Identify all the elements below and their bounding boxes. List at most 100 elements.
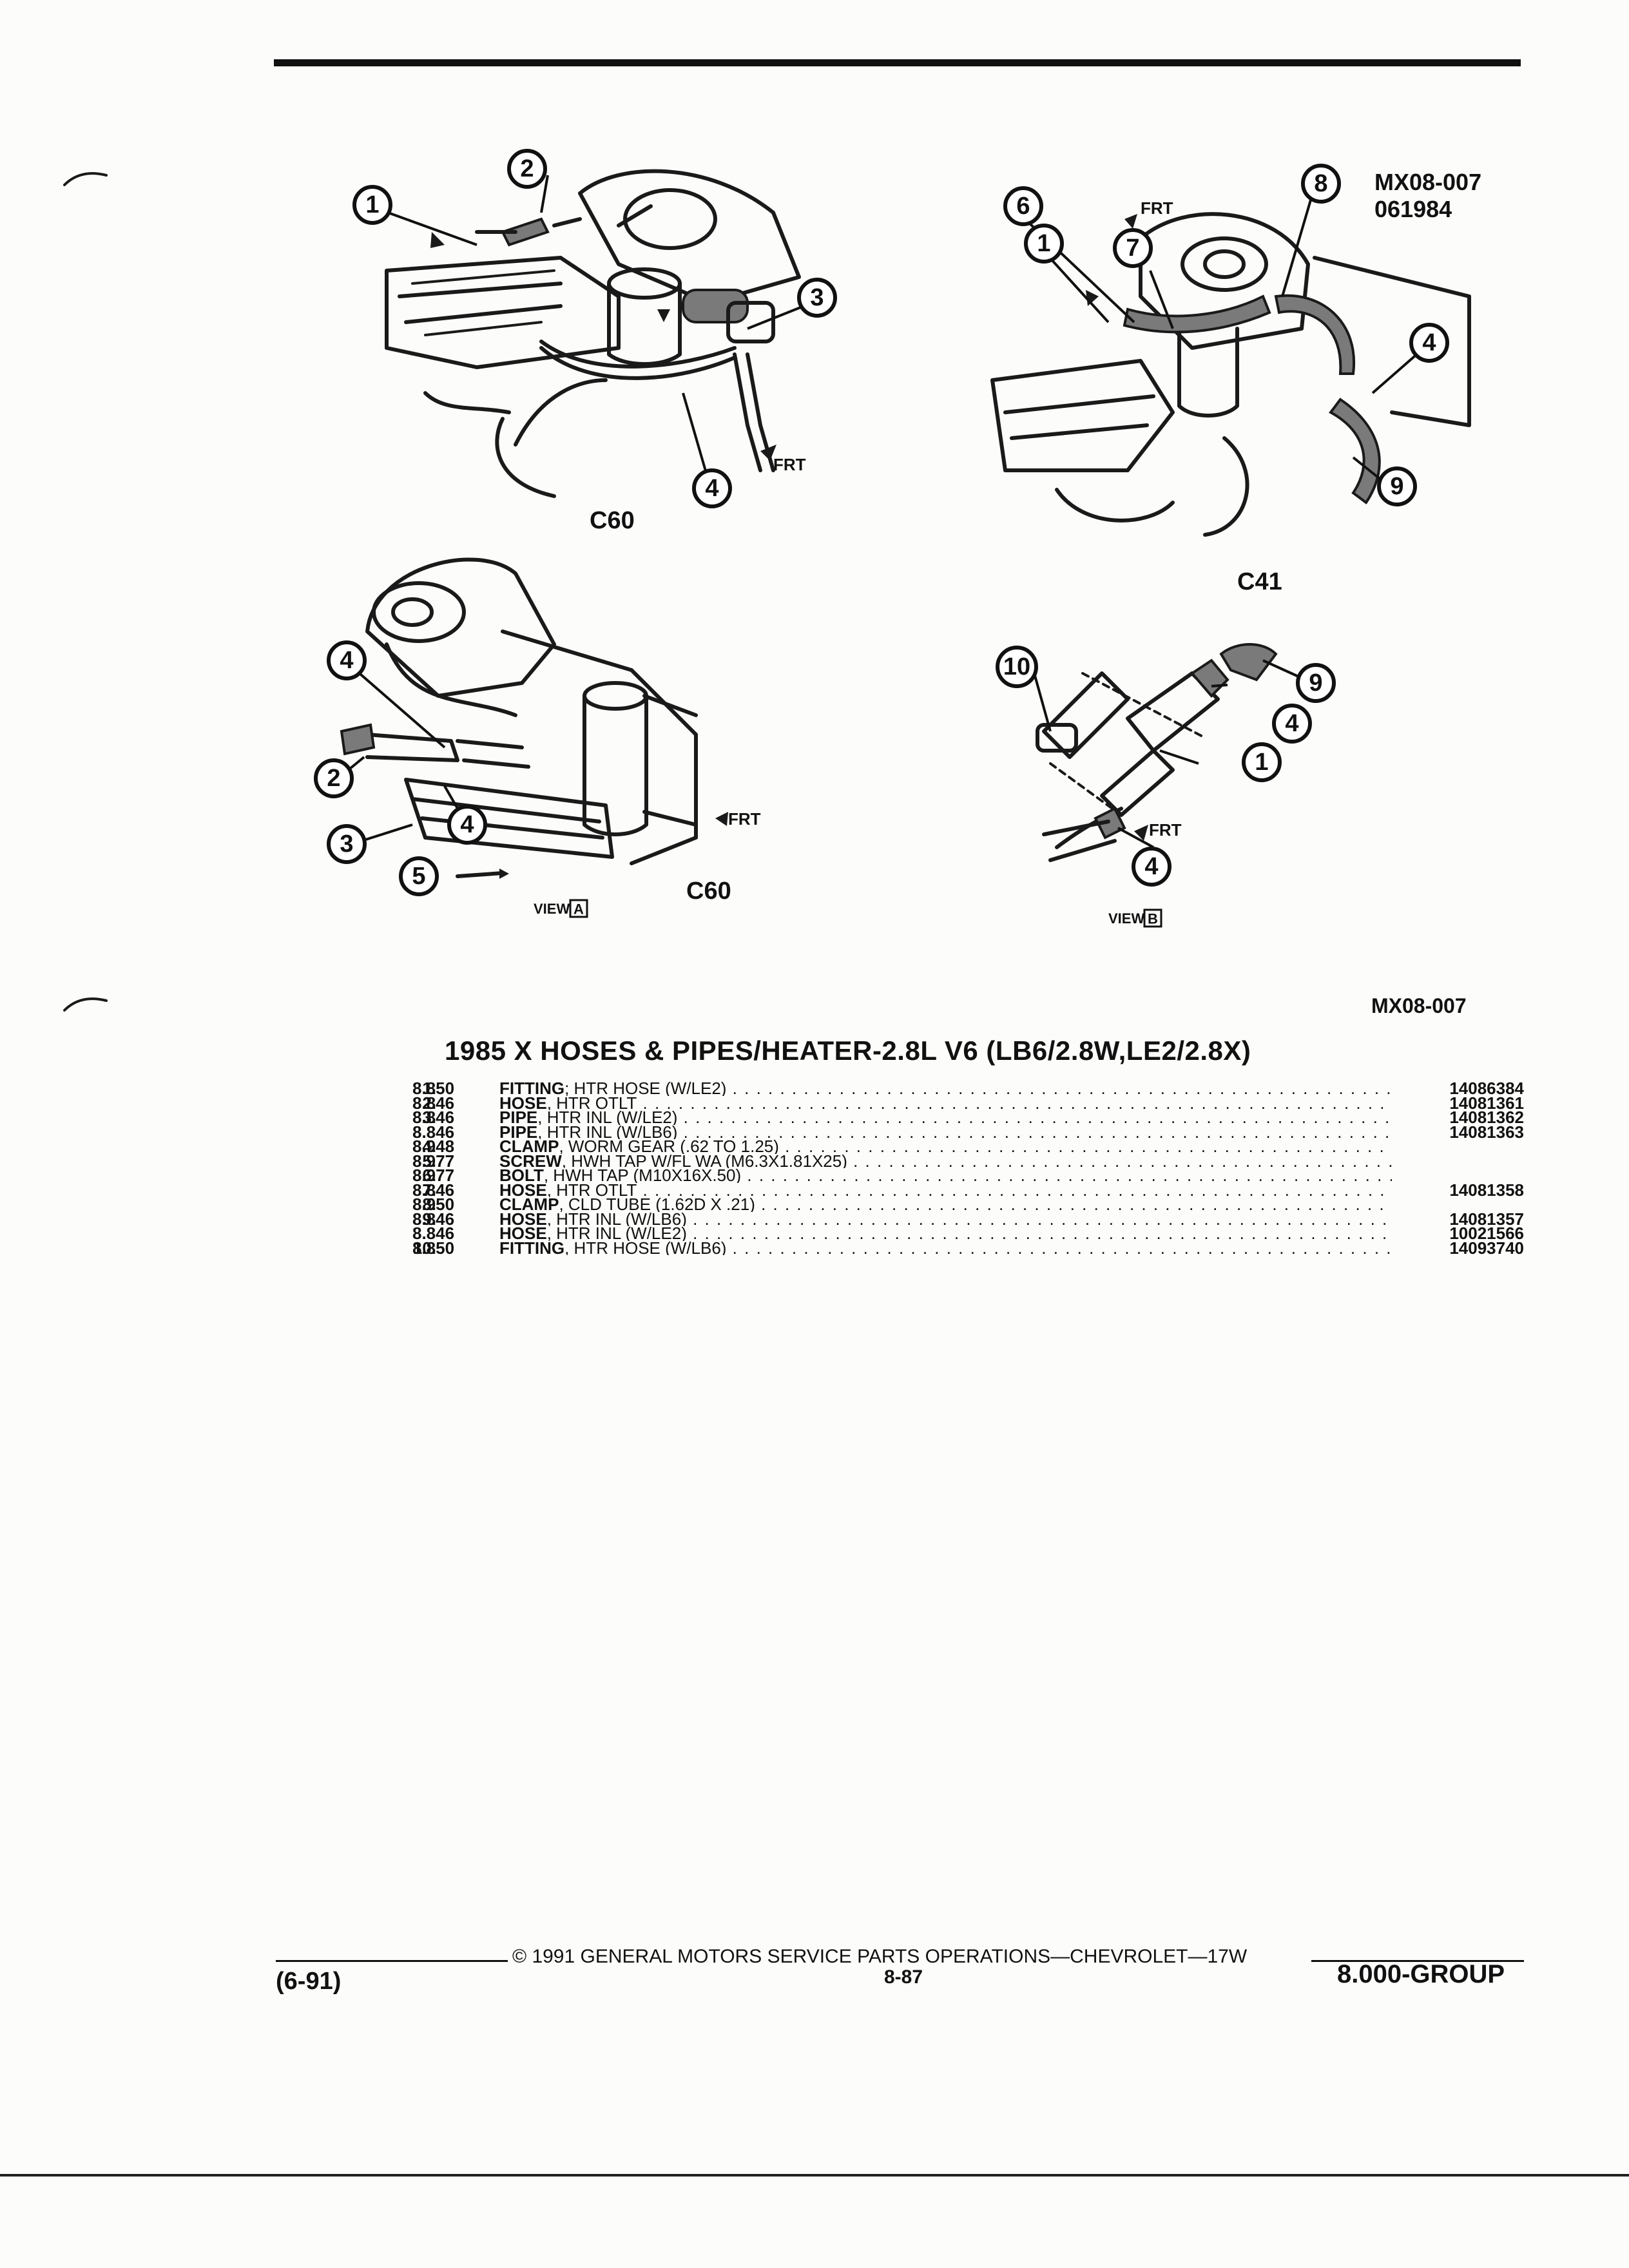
part-detail: , HTR INL (W/LE2) xyxy=(546,1226,687,1241)
svg-text:B: B xyxy=(1148,911,1158,927)
part-name: CLAMP xyxy=(499,1197,559,1212)
callout-3: 3 xyxy=(797,278,837,318)
svg-text:4: 4 xyxy=(340,647,353,674)
item-number: 6. xyxy=(422,1166,436,1185)
group-number: 8.846 xyxy=(412,1093,455,1113)
svg-text:VIEW: VIEW xyxy=(534,901,570,917)
group-number: 8.846 xyxy=(412,1108,455,1127)
callout-4: 4 xyxy=(327,640,367,680)
callout-4: 4 xyxy=(447,805,487,845)
diagram-label-c41: C41 xyxy=(1237,568,1282,595)
callout-1: 1 xyxy=(352,185,392,225)
part-name: FITTING xyxy=(499,1240,565,1256)
group-number: 8.948 xyxy=(412,1137,455,1156)
group-number: 8.846 xyxy=(412,1180,455,1200)
diagram-c41-engine: FRT 6 1 7 8 4 9 C41 xyxy=(990,164,1471,595)
part-name: SCREW xyxy=(499,1153,562,1169)
svg-text:FRT: FRT xyxy=(1141,198,1173,218)
callout-4: 4 xyxy=(1132,847,1171,887)
svg-text:3: 3 xyxy=(810,284,824,311)
part-name: HOSE xyxy=(499,1182,547,1198)
callout-6: 6 xyxy=(1003,186,1043,226)
svg-text:4: 4 xyxy=(460,811,474,838)
part-number: 14081361 xyxy=(1449,1093,1524,1113)
part-detail: , WORM GEAR (.62 TO 1.25) xyxy=(559,1139,779,1154)
svg-text:FRT: FRT xyxy=(1149,820,1182,840)
diagram-label-c60: C60 xyxy=(590,507,635,534)
item-number: 3. xyxy=(422,1108,436,1127)
part-name: FITTING xyxy=(499,1081,565,1096)
callout-4: 4 xyxy=(692,468,732,508)
group-number: 8.977 xyxy=(412,1151,455,1171)
part-name: HOSE xyxy=(499,1095,547,1111)
parts-row: 6.8.977 BOLT, HWH TAP (M10X16X.50) xyxy=(335,1166,1524,1185)
part-number: 14086384 xyxy=(1449,1079,1524,1098)
svg-text:1: 1 xyxy=(1255,749,1268,776)
group-number: 8.850 xyxy=(412,1238,455,1258)
callout-7: 7 xyxy=(1113,228,1153,268)
top-rule xyxy=(274,59,1521,66)
footer-rule-left xyxy=(276,1960,508,1962)
svg-text:6: 6 xyxy=(1016,193,1030,220)
group-number: 8.850 xyxy=(412,1079,455,1098)
diagram-label-c60: C60 xyxy=(686,878,731,905)
svg-text:FRT: FRT xyxy=(728,809,761,829)
group-number: 8.846 xyxy=(412,1122,455,1142)
part-number: 14081358 xyxy=(1449,1180,1524,1200)
part-description: HOSE, HTR OTLT xyxy=(499,1096,1392,1111)
part-number: 10021566 xyxy=(1449,1224,1524,1243)
group-label: 8.000-GROUP xyxy=(1337,1960,1505,1988)
part-name: PIPE xyxy=(499,1124,538,1140)
part-detail: , HWH TAP (M10X16X.50) xyxy=(543,1168,742,1183)
callout-2: 2 xyxy=(314,758,354,798)
part-description: SCREW, HWH TAP W/FL WA (M6.3X1.81X25) xyxy=(499,1154,1392,1169)
section-title: 1985 X HOSES & PIPES/HEATER-2.8L V6 (LB6… xyxy=(445,1035,1251,1066)
part-description: PIPE, HTR INL (W/LB6) xyxy=(499,1125,1392,1140)
diagram-view-a: FRT 4 2 3 4 5 VIEW A C60 xyxy=(314,557,761,918)
callout-2: 2 xyxy=(507,149,547,189)
part-detail: , HTR OTLT xyxy=(546,1182,637,1198)
callout-9: 9 xyxy=(1377,466,1417,506)
svg-text:FRT: FRT xyxy=(773,455,806,474)
svg-text:1: 1 xyxy=(365,191,379,218)
group-number: 8.977 xyxy=(412,1166,455,1185)
part-number: 14093740 xyxy=(1449,1238,1524,1258)
callout-4: 4 xyxy=(1409,323,1449,363)
callout-10: 10 xyxy=(996,646,1038,688)
page-number: 8-87 xyxy=(884,1966,923,1988)
item-number: 7. xyxy=(422,1180,436,1200)
part-detail: , HTR INL (W/LB6) xyxy=(546,1211,687,1227)
group-number: 8.846 xyxy=(412,1224,455,1243)
svg-text:4: 4 xyxy=(1285,710,1298,737)
part-number: 14081362 xyxy=(1449,1108,1524,1127)
part-description: CLAMP, WORM GEAR (.62 TO 1.25) xyxy=(499,1139,1392,1154)
group-number: 8.846 xyxy=(412,1209,455,1229)
part-description: FITTING; HTR HOSE (W/LE2) xyxy=(499,1081,1392,1096)
svg-text:4: 4 xyxy=(1422,329,1436,356)
item-number: 8. xyxy=(422,1195,436,1214)
parts-row: 3.8.846 PIPE, HTR INL (W/LE2) 14081362 xyxy=(335,1108,1524,1127)
part-name: HOSE xyxy=(499,1211,547,1227)
callout-5: 5 xyxy=(399,856,439,896)
margin-mark xyxy=(63,172,108,186)
callout-4: 4 xyxy=(1272,704,1312,744)
part-description: BOLT, HWH TAP (M10X16X.50) xyxy=(499,1168,1392,1183)
part-detail: , HTR INL (W/LB6) xyxy=(537,1124,678,1140)
diagram-view-b: FRT 10 9 4 1 4 VIEW B xyxy=(996,643,1336,928)
svg-text:3: 3 xyxy=(340,831,353,858)
svg-text:1: 1 xyxy=(1037,230,1050,257)
part-description: PIPE, HTR INL (W/LE2) xyxy=(499,1110,1392,1125)
svg-text:9: 9 xyxy=(1309,669,1322,697)
item-number: 9. xyxy=(422,1209,436,1229)
callout-1: 1 xyxy=(1024,224,1064,264)
svg-text:9: 9 xyxy=(1390,473,1403,500)
part-detail: , HTR HOSE (W/LB6) xyxy=(564,1240,727,1256)
item-number: 2. xyxy=(422,1093,436,1113)
